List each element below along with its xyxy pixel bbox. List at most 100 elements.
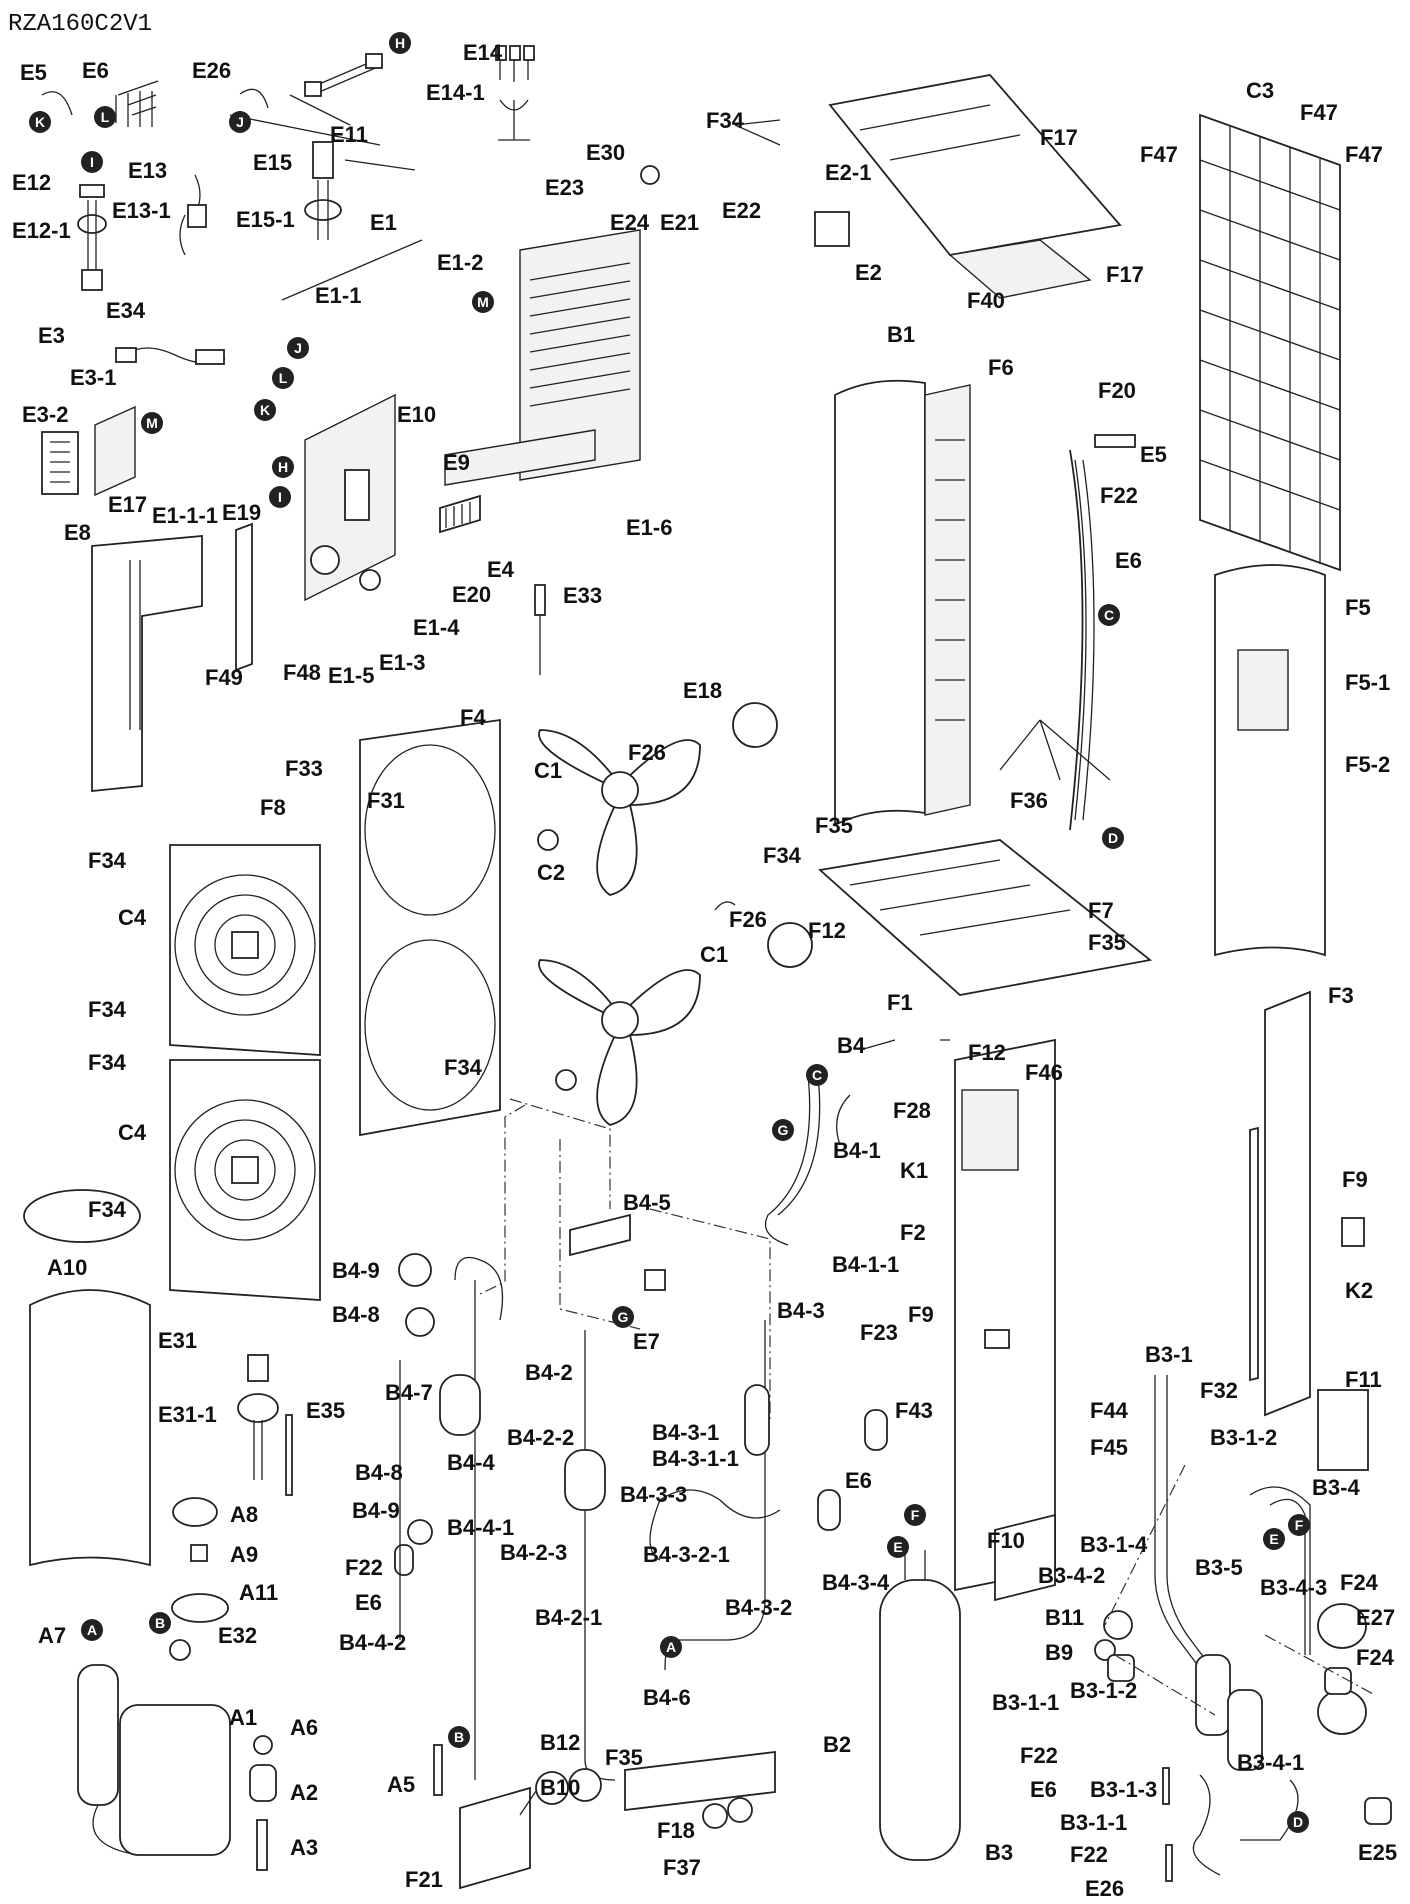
part-label: E24 bbox=[610, 210, 650, 235]
part-label: E1-1-1 bbox=[152, 503, 218, 528]
part-label: E34 bbox=[106, 298, 146, 323]
part-label: B4-7 bbox=[385, 1380, 433, 1405]
part-label: E12 bbox=[12, 170, 51, 195]
part-label: B3-1-3 bbox=[1090, 1777, 1157, 1802]
part-label: E12-1 bbox=[12, 218, 71, 243]
part-label: B3-5 bbox=[1195, 1555, 1243, 1580]
part-label: E6 bbox=[355, 1590, 382, 1615]
part-label: B4-3-2 bbox=[725, 1595, 792, 1620]
marker-l: L bbox=[94, 106, 116, 128]
marker-i: I bbox=[269, 486, 291, 508]
part-label: B4-2 bbox=[525, 1360, 573, 1385]
marker-text: G bbox=[618, 1309, 629, 1325]
part-label: E26 bbox=[1085, 1876, 1124, 1901]
marker-text: F bbox=[1295, 1517, 1304, 1533]
part-label: A3 bbox=[290, 1835, 318, 1860]
part-label: F1 bbox=[887, 990, 913, 1015]
part-label: A9 bbox=[230, 1542, 258, 1567]
part-label: B3-1-4 bbox=[1080, 1532, 1148, 1557]
marker-text: F bbox=[911, 1507, 920, 1523]
part-label: F9 bbox=[1342, 1167, 1368, 1192]
part-labels: E5 E6 E26 E11 E14 E14-1 E15 E15-1 E12 E1… bbox=[12, 40, 1397, 1901]
part-label: F2 bbox=[900, 1220, 926, 1245]
part-label: B11 bbox=[1045, 1605, 1084, 1630]
part-label: F22 bbox=[1100, 483, 1138, 508]
marker-c: C bbox=[1098, 604, 1120, 626]
part-label: E5 bbox=[20, 60, 47, 85]
part-label: E1-2 bbox=[437, 250, 483, 275]
part-label: F22 bbox=[345, 1555, 383, 1580]
part-label: F4 bbox=[460, 705, 486, 730]
part-label: B4-2-1 bbox=[535, 1605, 602, 1630]
part-label: E9 bbox=[443, 450, 470, 475]
part-label: F22 bbox=[1070, 1842, 1108, 1867]
part-label: F46 bbox=[1025, 1060, 1063, 1085]
part-label: E23 bbox=[545, 175, 584, 200]
part-label: F34 bbox=[88, 1197, 127, 1222]
part-label: F11 bbox=[1345, 1367, 1382, 1392]
part-label: E4 bbox=[487, 557, 515, 582]
connection-markers: H K L J I M M J L K H I C D C G G F E A … bbox=[29, 32, 1310, 1833]
marker-text: D bbox=[1293, 1814, 1303, 1830]
marker-text: E bbox=[893, 1539, 902, 1555]
marker-text: I bbox=[278, 489, 282, 505]
marker-text: K bbox=[260, 402, 270, 418]
marker-j: J bbox=[287, 337, 309, 359]
marker-k: K bbox=[29, 111, 51, 133]
part-label: F7 bbox=[1088, 898, 1114, 923]
part-label: F24 bbox=[1340, 1570, 1379, 1595]
part-label: F34 bbox=[444, 1055, 483, 1080]
part-label: C4 bbox=[118, 905, 147, 930]
marker-text: H bbox=[395, 35, 405, 51]
part-label: B4-8 bbox=[355, 1460, 403, 1485]
part-label: E2-1 bbox=[825, 160, 871, 185]
part-label: F49 bbox=[205, 665, 243, 690]
part-label: A6 bbox=[290, 1715, 318, 1740]
part-label: E15-1 bbox=[236, 207, 295, 232]
part-label: E13-1 bbox=[112, 198, 171, 223]
part-label: F26 bbox=[729, 907, 767, 932]
part-label: E1-4 bbox=[413, 615, 460, 640]
part-label: B12 bbox=[540, 1730, 580, 1755]
part-label: F12 bbox=[808, 918, 846, 943]
part-label: K1 bbox=[900, 1158, 928, 1183]
marker-text: A bbox=[87, 1622, 97, 1638]
part-label: E35 bbox=[306, 1398, 345, 1423]
part-label: B4-3-2-1 bbox=[643, 1542, 730, 1567]
marker-b: B bbox=[149, 1612, 171, 1634]
part-label: B3-4-1 bbox=[1237, 1750, 1304, 1775]
part-label: E13 bbox=[128, 158, 167, 183]
part-label: B4-9 bbox=[352, 1498, 400, 1523]
marker-m: M bbox=[141, 412, 163, 434]
marker-text: A bbox=[666, 1639, 676, 1655]
part-label: B2 bbox=[823, 1732, 851, 1757]
marker-text: E bbox=[1269, 1531, 1278, 1547]
part-label: F47 bbox=[1300, 100, 1338, 125]
part-label: B3-1 bbox=[1145, 1342, 1193, 1367]
part-label: E14-1 bbox=[426, 80, 485, 105]
part-label: F3 bbox=[1328, 983, 1354, 1008]
part-label: A10 bbox=[47, 1255, 87, 1280]
part-label: K2 bbox=[1345, 1278, 1373, 1303]
part-label: B3-4-3 bbox=[1260, 1575, 1327, 1600]
part-label: F23 bbox=[860, 1320, 898, 1345]
part-label: B4-1-1 bbox=[832, 1252, 899, 1277]
part-label: E3-1 bbox=[70, 365, 116, 390]
part-label: B4-4-1 bbox=[447, 1515, 514, 1540]
part-label: B4-5 bbox=[623, 1190, 671, 1215]
marker-text: L bbox=[279, 370, 288, 386]
part-label: C2 bbox=[537, 860, 565, 885]
part-label: A11 bbox=[239, 1580, 278, 1605]
part-label: F47 bbox=[1345, 142, 1383, 167]
marker-text: B bbox=[155, 1615, 165, 1631]
part-label: F40 bbox=[967, 288, 1005, 313]
marker-text: J bbox=[236, 114, 244, 130]
part-label: C4 bbox=[118, 1120, 147, 1145]
part-label: F26 bbox=[628, 740, 666, 765]
part-label: F17 bbox=[1040, 125, 1078, 150]
part-label: B3-1-1 bbox=[992, 1690, 1059, 1715]
marker-m: M bbox=[472, 291, 494, 313]
part-label: F22 bbox=[1020, 1743, 1058, 1768]
part-label: B3-4 bbox=[1312, 1475, 1360, 1500]
